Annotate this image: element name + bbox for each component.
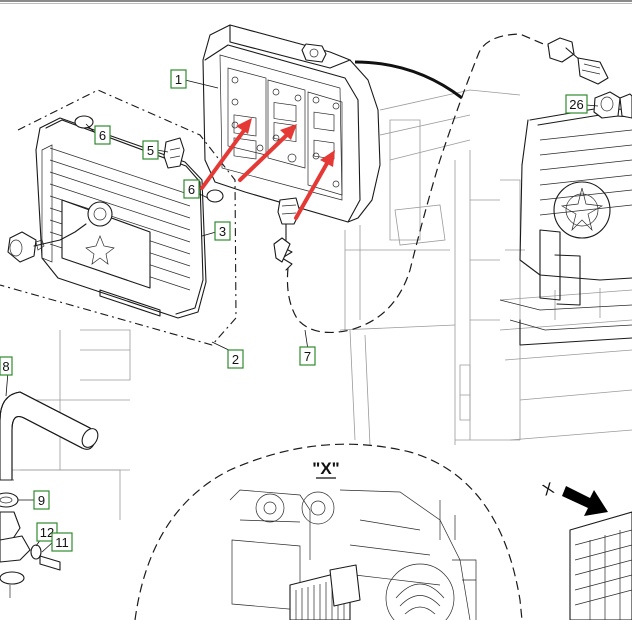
svg-text:9: 9 (38, 493, 45, 508)
red-arrow-3 (294, 156, 332, 220)
x-direction-marker: X (541, 480, 608, 516)
highlight-arrows (200, 118, 335, 220)
cable-assembly (273, 33, 609, 333)
svg-text:6: 6 (188, 182, 195, 197)
callout-9: 9 (33, 490, 50, 510)
svg-text:6: 6 (99, 128, 106, 143)
callout-1: 1 (170, 69, 187, 89)
callout-2: 2 (227, 349, 244, 369)
svg-text:7: 7 (304, 349, 311, 364)
callout-6-side: 6 (183, 179, 200, 199)
svg-text:1: 1 (175, 72, 182, 87)
svg-text:8: 8 (2, 359, 9, 374)
connector-part-26 (593, 91, 632, 119)
svg-text:5: 5 (147, 143, 154, 158)
svg-text:2: 2 (232, 352, 239, 367)
red-arrow-2 (238, 128, 294, 182)
fittings-9-11-12 (0, 492, 61, 598)
pipe-elbow-8 (0, 391, 99, 481)
detail-view-x (134, 443, 523, 620)
top-border (0, 0, 632, 2)
callout-11: 11 (51, 532, 73, 552)
callout-26: 26 (565, 94, 588, 114)
callout-3: 3 (214, 221, 231, 241)
callout-6-top: 6 (94, 125, 111, 145)
machine-frame-background (0, 89, 632, 520)
svg-text:3: 3 (219, 224, 226, 239)
top-border-secondary (0, 3, 632, 4)
grommet-6-top (74, 115, 94, 129)
callout-8: 8 (0, 356, 13, 376)
key-lock-part (7, 223, 87, 263)
grommet-6-side (206, 189, 224, 203)
lower-right-unit (569, 511, 632, 620)
cover-assembly-boundary (0, 89, 237, 346)
svg-text:11: 11 (55, 535, 69, 550)
display-panel-center (267, 79, 306, 169)
clip-part-5 (163, 137, 185, 169)
svg-text:12: 12 (40, 525, 54, 540)
callout-7: 7 (299, 346, 316, 366)
x-marker-letter: X (541, 480, 557, 500)
red-arrow-1 (200, 123, 250, 190)
callout-5: 5 (142, 140, 159, 160)
detail-view-label: "X" (312, 459, 339, 478)
svg-text:26: 26 (569, 97, 583, 112)
